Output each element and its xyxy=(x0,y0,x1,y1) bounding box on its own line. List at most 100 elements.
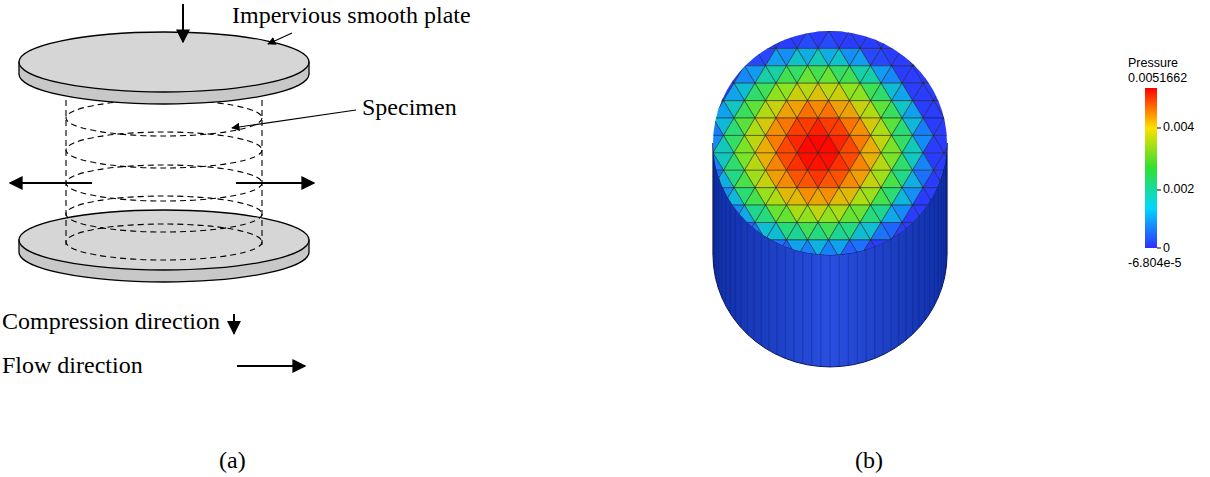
mesh-cell xyxy=(692,66,713,83)
mesh-cell xyxy=(965,222,986,239)
mesh-cell xyxy=(818,66,839,83)
colorbar-value: 0.004 xyxy=(1163,120,1194,134)
mesh-cell xyxy=(787,257,808,274)
mesh-cell xyxy=(734,31,755,48)
mesh-cell xyxy=(724,31,745,48)
mesh-line xyxy=(718,178,719,290)
mesh-cell xyxy=(734,101,755,118)
mesh-cell xyxy=(745,118,766,135)
colorbar-value: 0.0051662 xyxy=(1128,71,1187,85)
mesh-cell xyxy=(703,240,724,257)
mesh-cell xyxy=(776,101,797,118)
mesh-cell xyxy=(829,188,850,205)
mesh-cell xyxy=(703,83,724,100)
mesh-cell xyxy=(955,48,976,65)
mesh-cell xyxy=(871,48,892,65)
mesh-cell xyxy=(902,31,923,48)
mesh-cell xyxy=(671,118,692,135)
mesh-cell xyxy=(913,188,934,205)
mesh-line xyxy=(857,252,858,364)
mesh-line xyxy=(820,255,821,367)
mesh-cell xyxy=(955,205,976,222)
mesh-cell xyxy=(860,205,881,222)
mesh-cell xyxy=(881,170,902,187)
mesh-cell xyxy=(829,153,850,170)
mesh-cell xyxy=(965,205,986,222)
mesh-line xyxy=(713,152,714,264)
mesh-line xyxy=(793,250,794,362)
mesh-cell xyxy=(955,118,976,135)
mesh-line xyxy=(761,234,762,346)
mesh-cell xyxy=(787,153,808,170)
mesh-line xyxy=(830,255,831,367)
mesh-line xyxy=(811,254,812,366)
mesh-cell xyxy=(955,135,976,152)
mesh-line xyxy=(802,252,803,364)
mesh-cell xyxy=(829,118,850,135)
mesh-cell xyxy=(724,83,745,100)
mesh-cell xyxy=(976,31,997,48)
panel-label: (a) xyxy=(219,447,246,475)
mesh-cell xyxy=(934,240,955,257)
mesh-cell xyxy=(944,135,965,152)
mesh-cell xyxy=(734,240,755,257)
mesh-cell xyxy=(839,170,860,187)
mesh-cell xyxy=(923,101,944,118)
mesh-cell xyxy=(682,153,703,170)
mesh-cell xyxy=(839,205,860,222)
mesh-cell xyxy=(892,222,913,239)
mesh-cell xyxy=(776,135,797,152)
mesh-cell xyxy=(892,83,913,100)
mesh-cell xyxy=(976,205,997,222)
mesh-cell xyxy=(955,240,976,257)
mesh-cell xyxy=(976,170,997,187)
mesh-line xyxy=(754,228,755,340)
mesh-cell xyxy=(902,257,923,274)
mesh-cell xyxy=(682,205,703,222)
mesh-cell xyxy=(671,188,692,205)
mesh-cell xyxy=(892,153,913,170)
mesh-cell xyxy=(892,14,913,31)
mesh-cell xyxy=(671,205,692,222)
compression-arrow xyxy=(233,314,234,334)
mesh-cell xyxy=(965,257,986,274)
mesh-cell xyxy=(682,188,703,205)
mesh-cell xyxy=(934,14,955,31)
mesh-cell xyxy=(745,153,766,170)
mesh-cell xyxy=(934,222,955,239)
mesh-cell xyxy=(944,66,965,83)
mesh-cell xyxy=(944,101,965,118)
mesh-cell xyxy=(787,83,808,100)
mesh-line xyxy=(912,222,913,334)
mesh-cell xyxy=(713,14,734,31)
mesh-cell xyxy=(818,240,839,257)
mesh-cell xyxy=(839,240,860,257)
mesh-cell xyxy=(976,240,997,257)
mesh-line xyxy=(714,161,715,273)
mesh-cell xyxy=(944,170,965,187)
mesh-cell xyxy=(692,118,713,135)
mesh-line xyxy=(768,238,769,350)
mesh-cell xyxy=(944,83,965,100)
mesh-cell xyxy=(776,257,797,274)
mesh-cell xyxy=(808,14,829,31)
mesh-cell xyxy=(818,101,839,118)
mesh-cell xyxy=(944,14,965,31)
mesh-cell xyxy=(734,66,755,83)
mesh-cell xyxy=(703,257,724,274)
mesh-cell xyxy=(923,135,944,152)
mesh-cell xyxy=(745,240,766,257)
mesh-cell xyxy=(703,153,724,170)
mesh-cell xyxy=(797,170,818,187)
mesh-cell xyxy=(955,14,976,31)
mesh-cell xyxy=(671,101,692,118)
mesh-cell xyxy=(745,31,766,48)
mesh-cell xyxy=(692,153,713,170)
mesh-cell xyxy=(692,14,713,31)
mesh-cell xyxy=(944,257,965,274)
mesh-cell xyxy=(671,240,692,257)
mesh-cell xyxy=(808,257,829,274)
mesh-cell xyxy=(724,48,745,65)
